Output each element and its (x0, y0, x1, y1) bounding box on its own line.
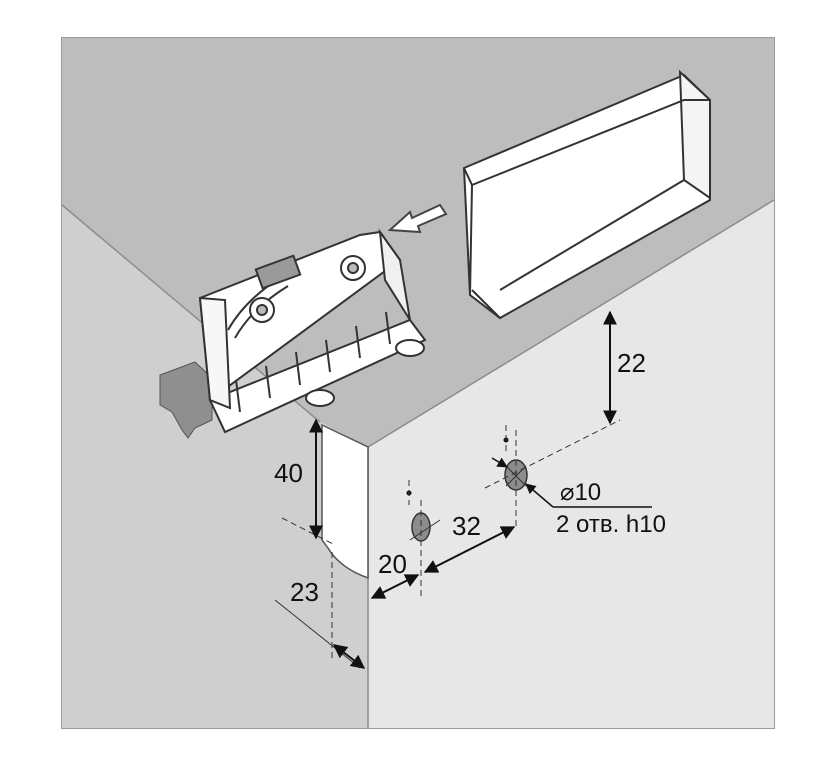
cover-cap-icon (462, 69, 711, 320)
arrow-icon (387, 203, 448, 234)
side-panel (321, 423, 369, 580)
hole-count-depth-label: 2 отв. h10 (556, 511, 666, 538)
mounting-clip-icon (159, 361, 213, 439)
dimension-hinge-height: 40 (274, 458, 303, 488)
dimension-hole-spacing: 32 (452, 511, 481, 541)
dimension-depth-offset: 23 (290, 577, 319, 607)
right-wall (368, 200, 774, 728)
hinge-part-icon (198, 228, 427, 434)
hole-diameter-label: ⌀10 (560, 479, 601, 506)
left-wall (62, 205, 368, 728)
dimension-edge-offset: 20 (378, 549, 407, 579)
dimension-top-offset: 22 (617, 348, 646, 378)
